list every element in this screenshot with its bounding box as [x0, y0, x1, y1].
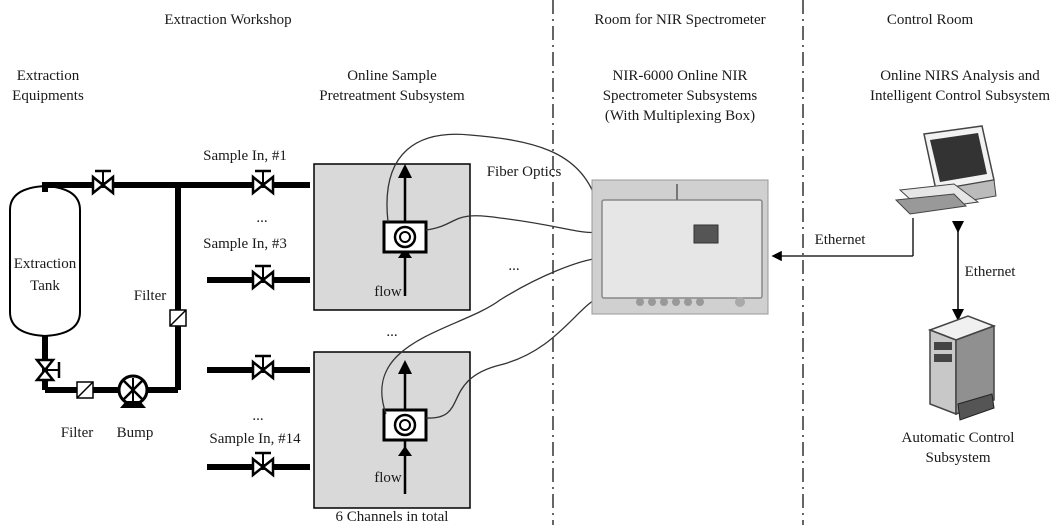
pump-label: Bump	[117, 425, 154, 441]
sample-1-label: Sample In, #1	[203, 148, 287, 164]
valve-sample-14	[251, 451, 275, 477]
header-analysis-2: Intelligent Control Subsystem	[870, 88, 1050, 104]
flow-label-top: flow	[374, 284, 402, 300]
spectrometer-device	[591, 179, 769, 315]
channels-caption: 6 Channels in total	[336, 509, 449, 525]
filter-vertical	[169, 309, 187, 327]
sample-3-label: Sample In, #3	[203, 236, 287, 252]
valve-sample-3	[251, 264, 275, 290]
filter-bottom	[76, 381, 94, 399]
filter-vertical-label: Filter	[134, 288, 167, 304]
header-extraction-equipments-1: Extraction	[17, 68, 80, 84]
auto-control-label-2: Subsystem	[925, 450, 990, 466]
sample-14-label: Sample In, #14	[209, 431, 301, 447]
section-title-control-room: Control Room	[887, 12, 974, 28]
tank-label-2: Tank	[30, 278, 60, 294]
ellipsis-lower: ...	[252, 408, 263, 424]
flow-label-bottom: flow	[374, 470, 402, 486]
ellipsis-upper: ...	[256, 210, 267, 226]
extraction-tank	[9, 184, 81, 338]
section-title-nir-room: Room for NIR Spectrometer	[594, 12, 765, 28]
fiber-optics-label: Fiber Optics	[487, 164, 562, 180]
valve-tank-outlet	[34, 358, 61, 382]
flow-cell-top	[382, 164, 428, 296]
ellipsis-between-boxes: ...	[386, 324, 397, 340]
computer-icon	[894, 125, 997, 215]
header-analysis-1: Online NIRS Analysis and	[880, 68, 1040, 84]
server-icon	[927, 315, 997, 421]
header-spectrometer-2: Spectrometer Subsystems	[603, 88, 758, 104]
header-pretreatment-2: Pretreatment Subsystem	[319, 88, 465, 104]
flow-cell-bottom	[382, 360, 428, 494]
header-spectrometer-3: (With Multiplexing Box)	[605, 108, 755, 124]
pretreatment-box-top	[313, 163, 471, 311]
section-title-workshop: Extraction Workshop	[164, 12, 291, 28]
tank-label-1: Extraction	[14, 256, 77, 272]
header-extraction-equipments-2: Equipments	[12, 88, 84, 104]
valve-sample-mid	[251, 354, 275, 380]
fiber-optic-cables	[381, 133, 605, 419]
auto-control-label-1: Automatic Control	[902, 430, 1015, 446]
ethernet-label-vertical: Ethernet	[965, 264, 1017, 280]
header-spectrometer-1: NIR-6000 Online NIR	[613, 68, 748, 84]
header-pretreatment-1: Online Sample	[347, 68, 437, 84]
valve-sample-1	[251, 169, 275, 195]
ellipsis-fibers: ...	[508, 258, 519, 274]
pump-icon	[117, 374, 149, 408]
filter-bottom-label: Filter	[61, 425, 94, 441]
ethernet-label-horizontal: Ethernet	[815, 232, 867, 248]
valve-main	[91, 169, 115, 195]
